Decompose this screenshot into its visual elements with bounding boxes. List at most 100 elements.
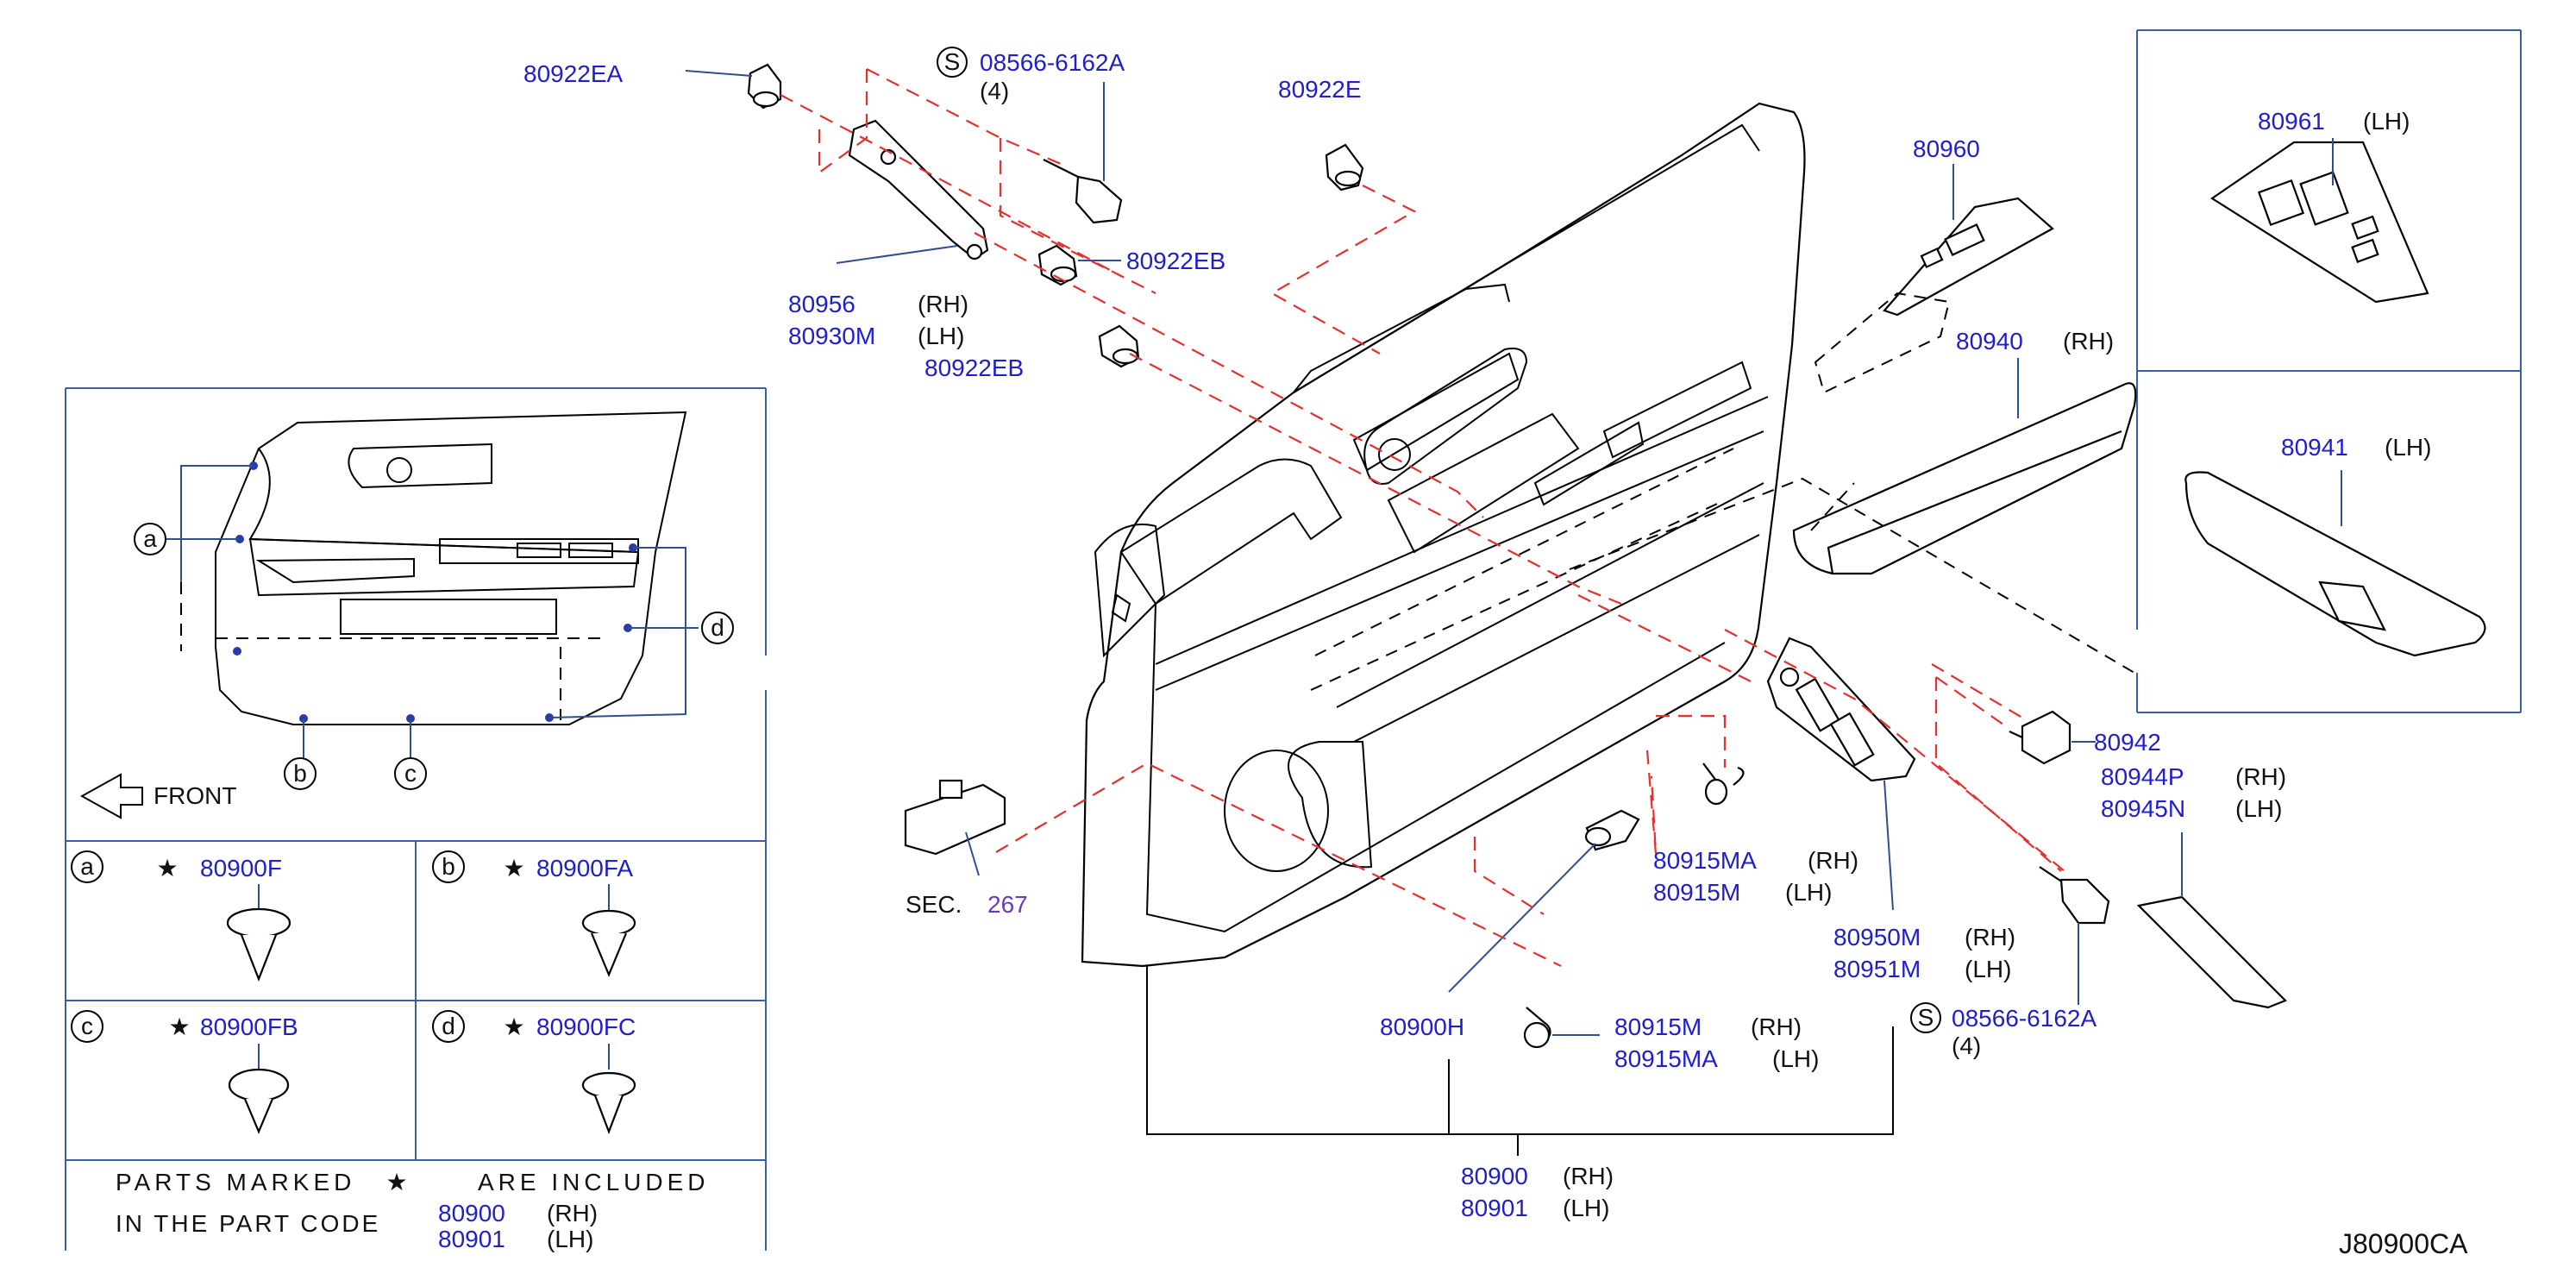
- clip-80922EA-icon: [747, 63, 782, 110]
- label-screw-top-qty: (4): [980, 78, 1009, 104]
- door-panel-overview: [166, 411, 699, 759]
- svg-text:PARTS MARKED: PARTS MARKED: [116, 1169, 355, 1195]
- callout-b-text: b: [293, 760, 307, 787]
- clip-80942-icon: [2009, 710, 2071, 765]
- label-80961: 80961: [2258, 108, 2325, 135]
- lh-switch-inset: [2136, 29, 2522, 713]
- clip-code-a: 80900F: [200, 855, 282, 882]
- svg-text:(LH): (LH): [1563, 1195, 1609, 1221]
- armrest-80941-icon: [2184, 471, 2486, 657]
- clip-code-d: 80900FC: [536, 1013, 636, 1040]
- star-icon: ★: [503, 855, 524, 882]
- label-80940: 80940: [1956, 328, 2023, 355]
- screw-top-icon: [1043, 159, 1123, 224]
- star-icon: ★: [156, 855, 178, 882]
- label-80941: 80941: [2281, 434, 2348, 461]
- callout-c-overview: [394, 757, 427, 790]
- label-80956: 80956: [788, 291, 856, 317]
- svg-text:(RH): (RH): [1751, 1013, 1802, 1040]
- clip-80900H-icon: [1584, 809, 1640, 851]
- clip-80922E-icon: [1325, 143, 1364, 191]
- callout-b-overview: [284, 757, 317, 790]
- bracket-80950M-icon: [1766, 637, 1916, 782]
- label-80922EB-2: 80922EB: [924, 355, 1024, 381]
- switch-80961-icon: [2209, 141, 2429, 304]
- label-80960: 80960: [1913, 135, 1980, 162]
- label-screw-top: 08566-6162A: [980, 49, 1125, 76]
- svg-text:a: a: [80, 853, 94, 880]
- star-icon: ★: [168, 1013, 190, 1040]
- svg-text:(RH): (RH): [918, 291, 968, 317]
- label-80901: 80901: [1461, 1195, 1528, 1221]
- sec-prefix: SEC.: [906, 891, 962, 918]
- svg-text:c: c: [81, 1013, 93, 1039]
- svg-text:b: b: [442, 853, 455, 880]
- overview-inset: a b c d FRONT: [65, 387, 767, 1251]
- label-80900H: 80900H: [1380, 1013, 1464, 1040]
- install-lines: [780, 68, 2135, 967]
- screw-bottom-icon: [2039, 866, 2110, 925]
- clip-80922EB-2-icon: [1098, 324, 1140, 368]
- label-80942: 80942: [2094, 729, 2161, 756]
- armrest-80940-icon: [1792, 382, 2137, 575]
- label-80900: 80900: [1461, 1163, 1528, 1189]
- callout-a-text: a: [143, 525, 157, 552]
- callout-d-text: d: [711, 614, 724, 641]
- clip-80922EB-1-icon: [1037, 244, 1078, 286]
- star-icon: ★: [385, 1169, 407, 1195]
- svg-text:ARE INCLUDED: ARE INCLUDED: [478, 1169, 709, 1195]
- svg-text:(RH): (RH): [547, 1200, 598, 1227]
- clip-cell-b: b ★ 80900FA: [432, 850, 636, 977]
- label-80930M: 80930M: [788, 323, 875, 349]
- svg-text:(RH): (RH): [2063, 328, 2114, 355]
- label-80915MA-2: 80915MA: [1614, 1045, 1718, 1072]
- part-labels: 80922EA S 08566-6162A (4) 80922E 80922EB…: [523, 47, 2468, 1259]
- label-80922EA: 80922EA: [523, 60, 624, 87]
- switch-80960-icon: [1883, 197, 2054, 317]
- svg-text:80900: 80900: [438, 1200, 505, 1227]
- label-80915M-2: 80915M: [1614, 1013, 1702, 1040]
- label-80915M-1: 80915M: [1653, 879, 1740, 906]
- svg-text:S: S: [1918, 1004, 1934, 1031]
- svg-text:(RH): (RH): [1563, 1163, 1614, 1189]
- s-icon: [1910, 1002, 1941, 1033]
- label-80922EB-1: 80922EB: [1126, 248, 1225, 274]
- label-80945N: 80945N: [2101, 795, 2185, 822]
- s-icon: [937, 47, 968, 78]
- svg-text:IN THE PART CODE: IN THE PART CODE: [116, 1210, 380, 1237]
- svg-text:(LH): (LH): [2235, 795, 2282, 822]
- svg-text:80901: 80901: [438, 1226, 505, 1252]
- label-80915MA-1: 80915MA: [1653, 847, 1757, 874]
- clip-icon-b: [581, 909, 636, 977]
- svg-text:(LH): (LH): [1785, 879, 1832, 906]
- front-label: FRONT: [154, 782, 236, 809]
- clip-icon-d: [581, 1071, 636, 1135]
- assembly-bracket: [1146, 966, 1894, 1135]
- label-80944P: 80944P: [2101, 763, 2184, 790]
- clip-cell-c: c ★ 80900FB: [71, 1010, 298, 1134]
- spring-80915M-icon: [1523, 1007, 1551, 1049]
- svg-text:(LH): (LH): [2363, 108, 2410, 135]
- svg-text:(LH): (LH): [918, 323, 964, 349]
- diagram-id: J80900CA: [2339, 1228, 2468, 1259]
- label-screw-bottom: 08566-6162A: [1952, 1005, 2097, 1032]
- svg-text:(RH): (RH): [1965, 924, 2015, 951]
- door-trim-main: [1081, 102, 1806, 968]
- front-arrow-icon: [79, 773, 143, 819]
- sec-number: 267: [987, 891, 1028, 918]
- callout-d-overview: [701, 612, 734, 644]
- svg-text:(LH): (LH): [547, 1226, 593, 1252]
- clip-code-b: 80900FA: [536, 855, 633, 882]
- svg-text:(LH): (LH): [1772, 1045, 1819, 1072]
- svg-text:(RH): (RH): [1808, 847, 1858, 874]
- clip-icon-c: [228, 1068, 290, 1134]
- svg-text:(LH): (LH): [2385, 434, 2431, 461]
- cover-80944P-icon: [2136, 895, 2287, 1009]
- spring-80915MA-icon: [1702, 762, 1745, 806]
- clip-code-c: 80900FB: [200, 1013, 298, 1040]
- label-80951M: 80951M: [1833, 956, 1921, 982]
- svg-text:(LH): (LH): [1965, 956, 2011, 982]
- bracket-80956-icon: [848, 119, 989, 260]
